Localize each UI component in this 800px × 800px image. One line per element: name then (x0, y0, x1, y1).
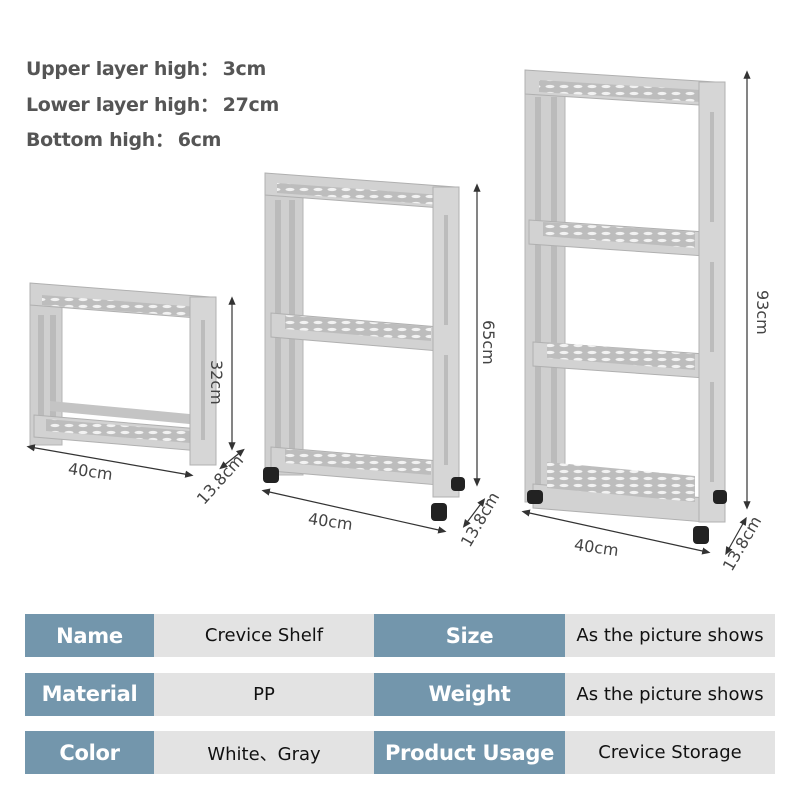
table-row: Color White、Gray Product Usage Crevice S… (25, 731, 775, 774)
value-name: Crevice Shelf (154, 614, 374, 657)
label-color: Color (25, 731, 154, 774)
value-color: White、Gray (154, 731, 374, 774)
table-row: Name Crevice Shelf Size As the picture s… (25, 614, 775, 657)
spec-value: 27cm (222, 93, 280, 116)
spec-value: 6cm (177, 129, 222, 151)
value-weight: As the picture shows (565, 672, 775, 716)
shelf-4-height-label: 93cm (753, 290, 772, 335)
spec-label: Bottom high： (26, 129, 174, 151)
spec-list: Upper layer high：3cm Lower layer high：27… (26, 56, 279, 163)
spec-upper-layer-height: Upper layer high：3cm (26, 56, 279, 92)
shelf-3-tier-image (261, 172, 486, 534)
spec-value: 3cm (222, 58, 267, 80)
shelf-2-tier-image (26, 282, 245, 478)
label-size: Size (374, 614, 565, 657)
label-name: Name (25, 614, 154, 657)
spec-lower-layer-height: Lower layer high：27cm (26, 92, 279, 128)
label-material: Material (25, 672, 154, 716)
spec-bottom-height: Bottom high：6cm (26, 127, 279, 163)
value-product-usage: Crevice Storage (565, 731, 775, 774)
product-spec-table: Name Crevice Shelf Size As the picture s… (25, 614, 775, 790)
label-weight: Weight (374, 672, 565, 716)
spec-label: Lower layer high： (26, 93, 219, 116)
shelf-2-height-label: 32cm (207, 360, 226, 405)
shelf-4-tier-image (521, 69, 751, 556)
value-size: As the picture shows (565, 614, 775, 657)
label-product-usage: Product Usage (374, 731, 565, 774)
value-material: PP (154, 672, 374, 716)
table-row: Material PP Weight As the picture shows (25, 672, 775, 716)
shelf-3-height-label: 65cm (479, 320, 498, 365)
spec-label: Upper layer high： (26, 58, 219, 80)
